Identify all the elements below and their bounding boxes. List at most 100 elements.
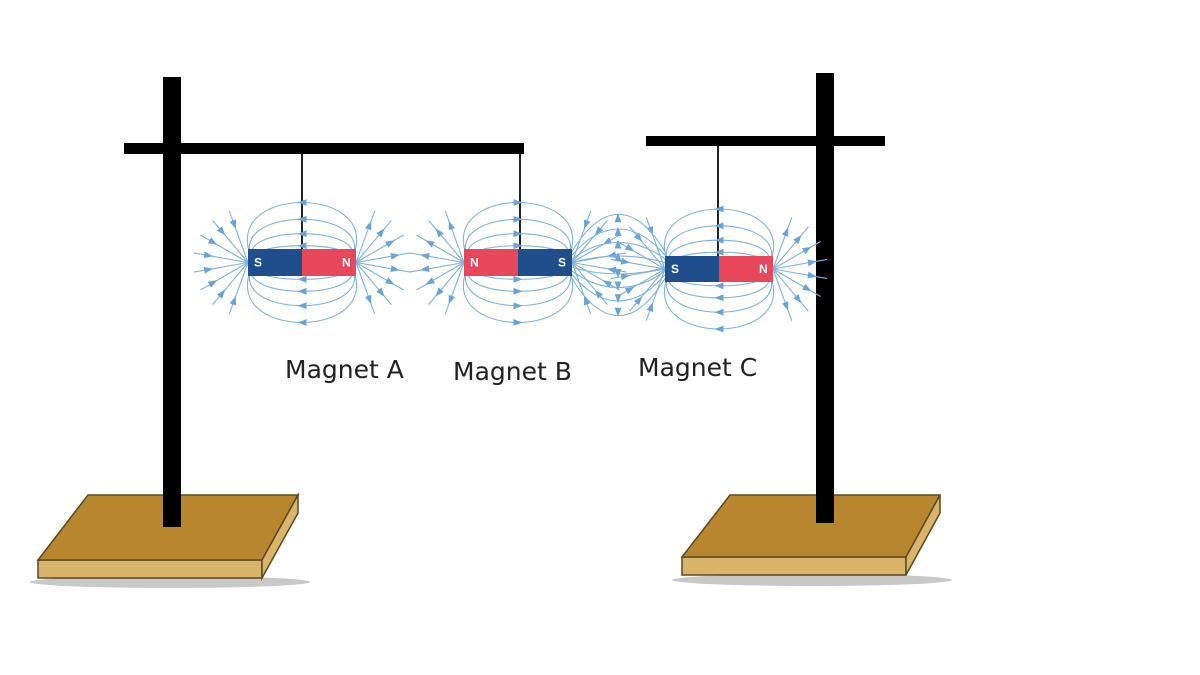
field-arrow: [390, 253, 400, 260]
field-arrow: [448, 220, 455, 231]
field-arrow: [385, 240, 395, 248]
field-arrow: [425, 277, 435, 285]
field-arrow: [297, 199, 307, 206]
field-ray: [610, 268, 666, 280]
field-arrow: [614, 268, 622, 278]
magnet-b-label: Magnet B: [453, 357, 572, 386]
field-arrow: [782, 301, 789, 311]
north-pole: [302, 249, 356, 276]
field-arrow: [297, 275, 307, 283]
right-stand-base: [672, 494, 952, 586]
field-arrow: [390, 265, 400, 272]
field-arrow: [513, 287, 523, 295]
field-ray: [355, 262, 376, 315]
field-ray: [617, 268, 666, 297]
pole-letter: S: [671, 262, 679, 276]
field-line: [571, 214, 666, 252]
field-arrow: [646, 302, 653, 312]
field-arrow: [425, 240, 435, 248]
field-arrow: [385, 277, 395, 285]
south-pole: [518, 249, 572, 276]
pole-letter: S: [558, 256, 566, 270]
field-ray: [228, 210, 249, 263]
field-arrow: [513, 242, 523, 250]
field-arrow: [376, 228, 385, 238]
field-ray: [409, 252, 465, 264]
field-arrow: [420, 253, 430, 260]
field-arrow: [297, 302, 307, 310]
field-ray: [355, 252, 411, 264]
field-arrow: [435, 287, 444, 297]
field-ray: [355, 261, 411, 273]
right-cross-arm: [646, 136, 885, 146]
field-arrow: [714, 205, 724, 213]
field-arrow: [614, 213, 622, 223]
field-arrow: [448, 294, 455, 305]
field-ray: [200, 262, 249, 291]
field-arrow: [802, 246, 812, 255]
field-arrow: [802, 283, 812, 292]
field-arrow: [807, 271, 817, 279]
field-ray: [409, 261, 465, 273]
left-cross-arm: [124, 143, 524, 154]
field-arrow: [207, 237, 218, 245]
field-ray: [355, 262, 392, 305]
field-arrow: [624, 286, 635, 295]
field-ray: [444, 262, 465, 315]
field-ray: [193, 252, 249, 264]
field-arrow: [297, 215, 307, 223]
south-pole: [248, 249, 302, 276]
field-arrow: [513, 302, 523, 310]
north-pole: [719, 256, 773, 282]
field-arrow: [297, 230, 307, 238]
field-arrow: [513, 230, 523, 238]
field-arrow: [607, 266, 617, 274]
field-arrow: [229, 295, 236, 306]
field-arrow: [714, 282, 724, 290]
field-ray: [772, 268, 793, 321]
field-arrow: [624, 243, 635, 252]
field-ray: [772, 268, 828, 280]
left-stand-base: [30, 492, 310, 588]
field-ray: [571, 210, 592, 263]
field-ray: [355, 220, 392, 263]
field-ray: [355, 262, 404, 291]
pole-letter: N: [342, 256, 351, 270]
pole-letter: N: [759, 262, 768, 276]
field-ray: [571, 262, 592, 315]
field-arrow: [513, 215, 523, 223]
field-arrow: [614, 281, 622, 291]
field-arrow: [782, 227, 789, 237]
field-arrow: [793, 234, 802, 244]
field-ray: [571, 234, 620, 263]
field-arrow: [594, 289, 604, 299]
field-arrow: [714, 325, 724, 333]
field-arrow: [614, 252, 622, 262]
field-ray: [355, 234, 404, 263]
field-ray: [200, 234, 249, 263]
field-arrow: [594, 226, 604, 236]
field-ray: [772, 217, 793, 270]
field-ray: [212, 220, 249, 263]
field-arrow: [714, 248, 724, 256]
field-arrow: [420, 265, 430, 272]
field-ray: [228, 262, 249, 315]
field-ray: [212, 262, 249, 305]
field-ray: [416, 234, 465, 263]
magnet-a-label: Magnet A: [285, 355, 404, 384]
field-ray: [772, 258, 828, 270]
pole-letter: N: [470, 256, 479, 270]
field-arrow: [216, 226, 226, 236]
field-arrow: [633, 232, 643, 242]
south-pole: [665, 256, 719, 282]
field-arrow: [620, 273, 630, 281]
field-arrow: [513, 275, 523, 283]
field-ray: [629, 226, 666, 270]
field-arrow: [614, 294, 622, 304]
field-arrow: [435, 228, 444, 238]
field-arrow: [513, 199, 523, 206]
left-vertical-pole: [163, 77, 181, 527]
field-arrow: [633, 296, 643, 306]
field-arrow: [714, 294, 724, 302]
